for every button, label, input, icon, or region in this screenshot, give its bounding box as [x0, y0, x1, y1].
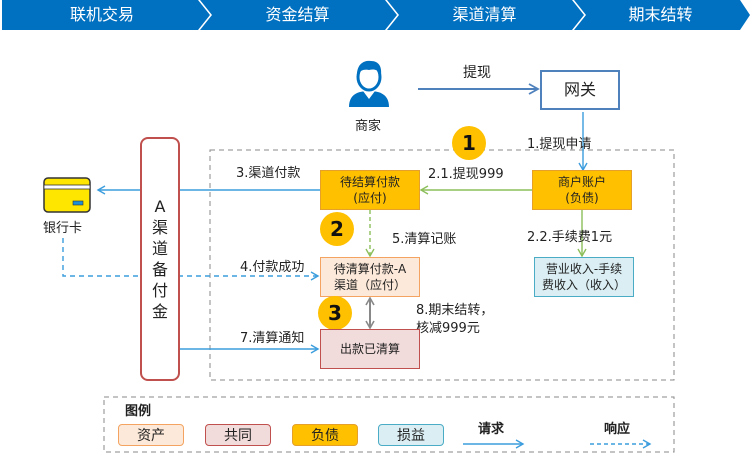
reserve-char-5: 金 [151, 302, 168, 321]
gateway-label: 网关 [563, 80, 596, 99]
step1-label: 1.提现申请 [527, 137, 592, 152]
fee-income-line2: 费收入（收入） [541, 278, 626, 292]
pending-settlement-line1: 待结算付款 [339, 175, 400, 189]
reserve-char-1: 渠 [151, 218, 168, 237]
merchant-icon [349, 60, 389, 107]
merchant-account-box: 商户账户 (负债) [532, 170, 632, 210]
stage-bg-2 [200, 0, 397, 30]
reserve-char-0: A [154, 197, 166, 216]
stage-period-end-transfer: 期末结转 [628, 5, 693, 24]
step3-label: 3.渠道付款 [236, 166, 301, 181]
gateway-box: 网关 [540, 70, 620, 110]
step4-arrow [62, 238, 320, 281]
legend-frame [103, 396, 675, 453]
legend-common: 共同 [205, 424, 271, 446]
pending-clearing-box: 待清算付款-A 渠道（应付） [320, 257, 420, 297]
bank-card-label: 银行卡 [43, 221, 83, 236]
fee-income-box: 营业收入-手续 费收入（收入） [534, 257, 634, 297]
channel-reserve-box: A 渠 道 备 付 金 [140, 137, 180, 381]
reserve-char-4: 付 [151, 281, 168, 300]
cleared-box: 出款已清算 [320, 329, 420, 369]
legend-response-label: 响应 [604, 422, 631, 437]
pending-settlement-box: 待结算付款 (应付) [320, 170, 420, 210]
pending-settlement-line2: (应付) [353, 191, 387, 205]
step4-label: 4.付款成功 [240, 260, 305, 275]
step2-2-label: 2.2.手续费1元 [527, 230, 613, 245]
stage-online-transaction: 联机交易 [69, 5, 134, 24]
step7-label: 7.清算通知 [240, 331, 305, 346]
reserve-char-2: 道 [151, 239, 168, 258]
step5-label: 5.清算记账 [392, 232, 457, 247]
stage-bar [2, 0, 750, 30]
cleared-label: 出款已清算 [339, 342, 400, 356]
legend-title: 图例 [125, 404, 152, 419]
merchant-account-line2: (负债) [565, 191, 599, 205]
step-badge-3: 3 [318, 296, 352, 330]
legend-income: 损益 [378, 424, 444, 446]
step8-label: 8.期末结转， 核减999元 [416, 302, 493, 338]
step8-label-line2: 核减999元 [416, 321, 480, 336]
step2-1-label: 2.1.提现999 [428, 167, 504, 182]
legend-request-label: 请求 [478, 422, 505, 437]
fee-income-line1: 营业收入-手续 [545, 262, 623, 276]
stage-bg-4 [574, 0, 750, 30]
legend-liability: 负债 [292, 424, 358, 446]
pending-clearing-line1: 待清算付款-A [333, 262, 407, 276]
step-badge-1: 1 [452, 126, 486, 160]
pending-clearing-line2: 渠道（应付） [333, 278, 406, 292]
withdraw-label: 提现 [463, 65, 491, 81]
legend-asset: 资产 [118, 424, 184, 446]
stage-channel-clearing: 渠道清算 [452, 5, 517, 24]
step-badge-2: 2 [320, 212, 354, 246]
bank-card-icon [43, 177, 91, 213]
reserve-char-3: 备 [151, 260, 168, 279]
step8-label-line1: 8.期末结转， [416, 303, 494, 318]
stage-bg-3 [387, 0, 584, 30]
clearing-frame [209, 149, 675, 381]
stage-fund-settlement: 资金结算 [265, 5, 330, 24]
stage-bg-1 [2, 0, 210, 30]
merchant-label: 商家 [355, 119, 382, 134]
merchant-account-line1: 商户账户 [557, 175, 606, 189]
